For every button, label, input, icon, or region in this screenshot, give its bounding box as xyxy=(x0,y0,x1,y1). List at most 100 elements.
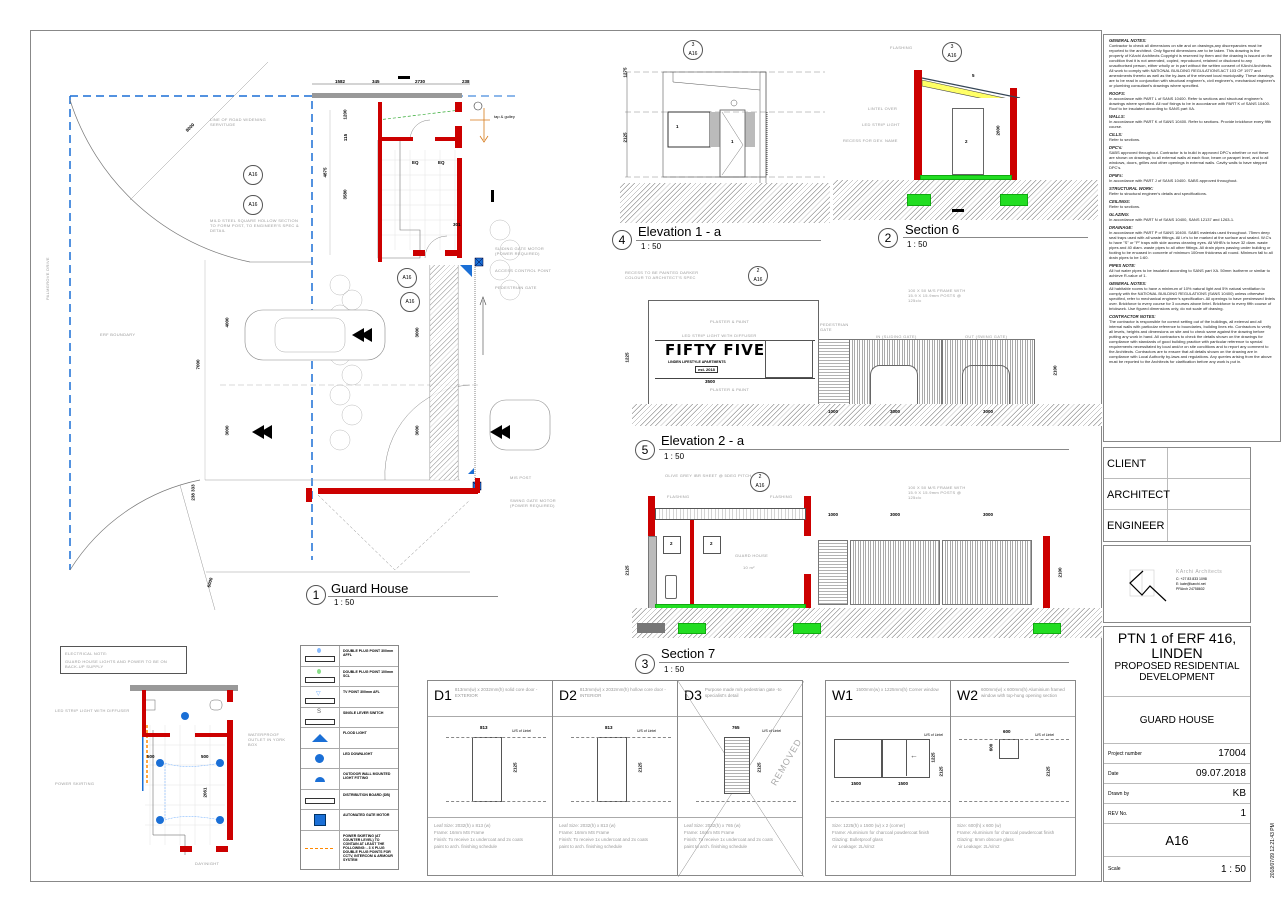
label-plaster-paint-2: PLASTER & PAINT xyxy=(710,387,750,392)
outdoor-wall-light-icon xyxy=(301,769,340,789)
label-frame-spec: 100 X 50 M/S FRAME WITH 15.9 X 15.9mm PO… xyxy=(908,288,966,303)
electrical-linework xyxy=(130,685,238,855)
label-day-night: DAY/NIGHT xyxy=(195,861,220,866)
dim-238-333: 238 333 xyxy=(190,484,196,501)
wall-south-2 xyxy=(445,250,458,256)
label-led-strip: LED STRIP LIGHT WITH DIFFUSER xyxy=(55,708,130,713)
dim-2125: 2125 xyxy=(624,565,630,576)
view-title-guard-house: Guard House xyxy=(331,581,409,596)
section6-wall-right xyxy=(1010,88,1017,205)
dim-2100: 2100 xyxy=(1057,567,1063,578)
ground-hatch xyxy=(620,183,830,223)
footing-left xyxy=(907,194,931,206)
client-row: CLIENT xyxy=(1104,448,1250,479)
s7-toilet xyxy=(665,575,677,599)
notes-section: CEILINGS:Refer to sections. xyxy=(1109,199,1141,209)
sheet-number: A16 xyxy=(1104,824,1250,857)
notes-section: DPC's:SABS approved throughout. Contract… xyxy=(1109,145,1269,170)
flood-light-icon xyxy=(301,728,340,748)
notes-section: GLAZING:In accordance with PART N of SAN… xyxy=(1109,212,1235,222)
view-title-elevation-2a: Elevation 2 - a xyxy=(661,433,745,448)
section6-wall-left xyxy=(914,70,922,205)
legend-row: DOUBLE PLUG POINT 300mm AFFL xyxy=(301,646,398,667)
view-title-elevation-1a: Elevation 1 - a xyxy=(638,224,722,239)
section6-door xyxy=(952,108,984,175)
section-ref-a16-4[interactable]: A16 xyxy=(400,292,420,312)
view-title-underline xyxy=(659,449,1069,450)
label-power-skirting: POWER SKIRTING xyxy=(55,781,95,786)
car-front-2 xyxy=(962,365,1010,407)
elec-wall-5 xyxy=(195,733,230,737)
label-erf-boundary: ERF BOUNDARY xyxy=(100,332,136,337)
window-tag-1: 1 xyxy=(676,124,679,129)
view-title-section-6: Section 6 xyxy=(905,222,960,237)
dim-500-b: 500 xyxy=(201,754,209,759)
eq-label-2: EQ xyxy=(438,160,445,165)
boundary-wall-corner xyxy=(475,478,480,493)
s7-wall-right-top xyxy=(804,496,811,536)
s7-wall-left-top xyxy=(648,496,655,536)
power-skirting-icon xyxy=(301,830,340,869)
notes-section: ROOFS:In accordance with PART L of SANS … xyxy=(1109,91,1270,111)
view-title-underline xyxy=(328,596,498,597)
dim-1200: 1200 xyxy=(342,109,348,120)
label-guard-house: GUARD HOUSE xyxy=(735,553,769,558)
pedestrian-gate xyxy=(818,339,850,407)
architect-row: ARCHITECT xyxy=(1104,479,1250,510)
s7-gate-post xyxy=(1043,536,1050,624)
dim-3000: 3000 xyxy=(890,512,901,517)
dim-115: 115 xyxy=(343,133,349,142)
electrical-note-title: ELECTRICAL NOTE: xyxy=(65,651,108,656)
section-ref-a16-2[interactable]: A16 xyxy=(243,195,263,215)
dim-2730: 2730 xyxy=(415,79,426,84)
view-number-5: 5 xyxy=(635,440,655,460)
legend-row: DISTRIBUTION BOARD (DB) xyxy=(301,789,398,810)
dim-3000-c: 3000 xyxy=(414,327,420,338)
elec-wall-7 xyxy=(216,846,228,852)
label-swing-gate: OUT (SWING GATE) xyxy=(965,334,1008,339)
s7-footing-1 xyxy=(678,623,706,634)
label-pedestrian-gate: PEDESTRIAN GATE xyxy=(820,322,849,332)
view-scale-section-6: 1 : 50 xyxy=(907,240,928,249)
schedule-desc: 600mm(w) x 600mm(h) Aluminium framed win… xyxy=(981,687,1065,698)
window-w2-drawing: 600 600 2125 U/S of Lintel xyxy=(951,717,1075,818)
footing-right xyxy=(1000,194,1028,206)
s7-footing-3 xyxy=(1033,623,1061,634)
view-scale-guard-house: 1 : 50 xyxy=(334,598,355,607)
roof-slope xyxy=(921,77,1021,98)
schedule-code: D3 xyxy=(684,687,702,703)
legend-row: AUTOMATED GATE MOTOR xyxy=(301,810,398,831)
label-swing-gate-motor: SWING GATE MOTOR (POWER REQUIRED) xyxy=(510,498,556,508)
parties-table: CLIENT ARCHITECT ENGINEER xyxy=(1103,447,1251,542)
dim-3000-b: 3000 xyxy=(414,425,420,436)
elec-wall-1 xyxy=(227,690,233,702)
elec-wall-4 xyxy=(142,733,170,737)
sign-band xyxy=(655,340,815,379)
schedule-code: W2 xyxy=(957,687,978,703)
electrical-note-body: GUARD HOUSE LIGHTS AND POWER TO BE ON BA… xyxy=(65,659,168,669)
section6-slab xyxy=(920,175,1012,180)
dim-4000: 4000 xyxy=(224,317,230,328)
legend-row: OUTDOOR WALL MOUNTED LIGHT FITTING xyxy=(301,769,398,790)
schedule-code: D2 xyxy=(559,687,577,703)
boundary-wall-post xyxy=(306,488,312,502)
s7-swing-gate xyxy=(942,540,1032,605)
section-ref-a16-3[interactable]: A16 xyxy=(397,268,417,288)
ground-hatch xyxy=(833,180,1098,220)
wall-east-mid xyxy=(455,126,462,148)
s7-window-1 xyxy=(663,536,681,554)
dim-7000: 7000 xyxy=(195,359,201,370)
label-flashing-2: FLASHING xyxy=(770,494,793,499)
section-ref-a16[interactable]: A16 xyxy=(243,165,263,185)
dim-3580: 3580 xyxy=(342,189,348,200)
view-scale-elevation-1a: 1 : 50 xyxy=(641,242,662,251)
dim-1000: 1000 xyxy=(828,409,839,414)
gate-motor-icon xyxy=(301,810,340,830)
window-tag-2: 2 xyxy=(670,541,673,546)
notes-section: CONTRACTOR NOTES:The contractor is respo… xyxy=(1109,314,1272,364)
